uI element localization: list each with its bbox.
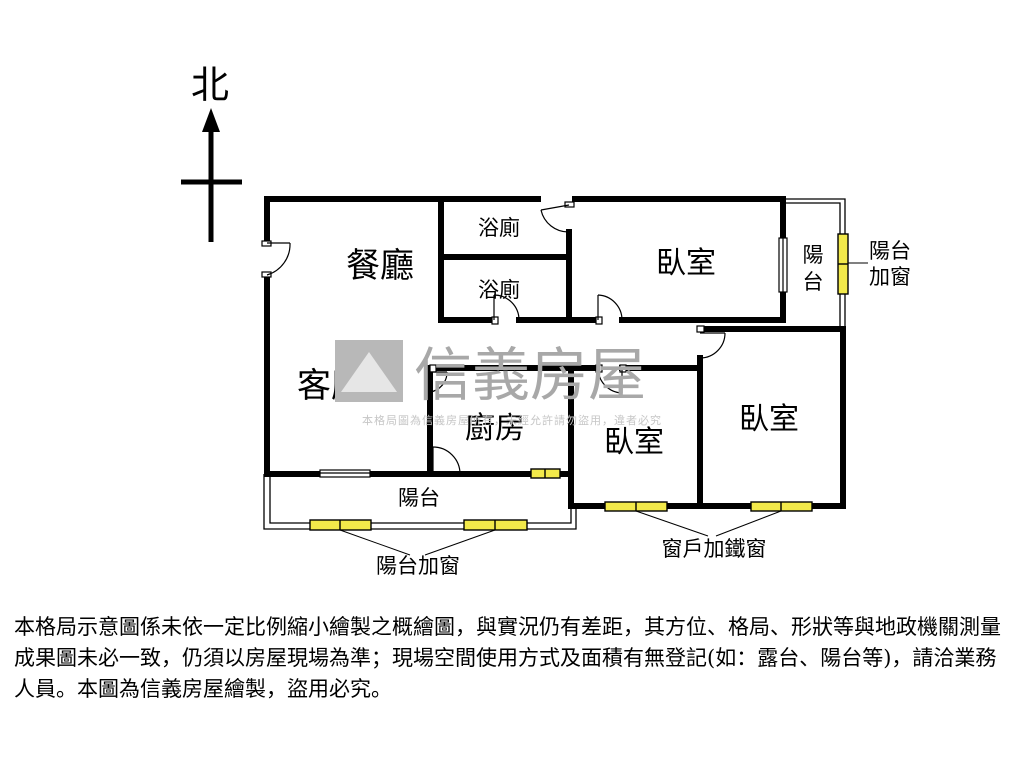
bedroom-e-door: [699, 332, 726, 359]
annotation-balcony-window-ne-2: 加窗: [869, 265, 911, 289]
south-balcony-outline-outer: [263, 474, 577, 530]
room-kitchen: 廚房: [465, 411, 525, 446]
kitchen-balcony-door: [432, 446, 461, 475]
room-bath-lower: 浴廁: [478, 278, 520, 302]
watermark-brand: 信義房屋: [414, 341, 646, 409]
annotation-window-iron: 窗戶加鐵窗: [662, 537, 767, 561]
annotation-balcony-window-ne-1: 陽台: [869, 239, 911, 263]
entrance-door: [266, 242, 291, 276]
floor-plan: 北: [181, 63, 911, 578]
watermark-notice: 本格局圖為信義房屋所有，未經允許請勿盜用，違者必究: [362, 413, 662, 427]
compass: 北: [181, 63, 242, 242]
window-south-balcony-left: [309, 519, 372, 531]
window-kitchen: [530, 468, 561, 479]
bedroom-ne-door: [597, 294, 623, 321]
windows: [309, 233, 849, 531]
room-bedroom-ne: 臥室: [656, 246, 716, 281]
watermark-logo-mark: [341, 352, 397, 392]
window-south-balcony-right: [463, 519, 528, 531]
annotation-balcony-window-s: 陽台加窗: [376, 554, 460, 578]
annotations: 陽台 加窗 陽台加窗 窗戶加鐵窗: [376, 239, 911, 578]
window-bedroom-e: [750, 501, 813, 512]
north-label: 北: [191, 63, 229, 107]
room-dining: 餐廳: [346, 246, 414, 286]
room-balcony-ne-1: 陽: [803, 243, 824, 267]
north-arrow-head-icon: [202, 108, 220, 132]
room-balcony-ne-2: 台: [803, 270, 824, 294]
disclaimer-text: 本格局示意圖係未依一定比例縮小繪製之概繪圖，與實況仍有差距，其方位、格局、形狀等…: [14, 615, 1001, 701]
door-swings: [266, 204, 788, 478]
room-balcony-s: 陽台: [398, 486, 440, 510]
leader-lines: [339, 262, 868, 556]
ne-sliding-door: [778, 237, 788, 293]
south-balcony-outline-inner: [269, 476, 572, 524]
bedroom-s-door: [597, 367, 623, 394]
bath-upper-door: [540, 204, 570, 233]
balcony-outlines: [263, 198, 846, 530]
living-sliding-door: [319, 469, 371, 478]
bath-lower-door: [493, 294, 520, 321]
room-bedroom-e: 臥室: [739, 402, 799, 437]
room-bath-upper: 浴廁: [478, 216, 520, 240]
window-ne-balcony: [837, 233, 849, 295]
kitchen-door: [429, 371, 448, 393]
room-bedroom-s: 臥室: [604, 425, 664, 460]
window-bedroom-s: [604, 501, 668, 512]
door-jambs: [261, 201, 705, 373]
watermark: 信義房屋 本格局圖為信義房屋所有，未經允許請勿盜用，違者必究: [335, 340, 662, 427]
